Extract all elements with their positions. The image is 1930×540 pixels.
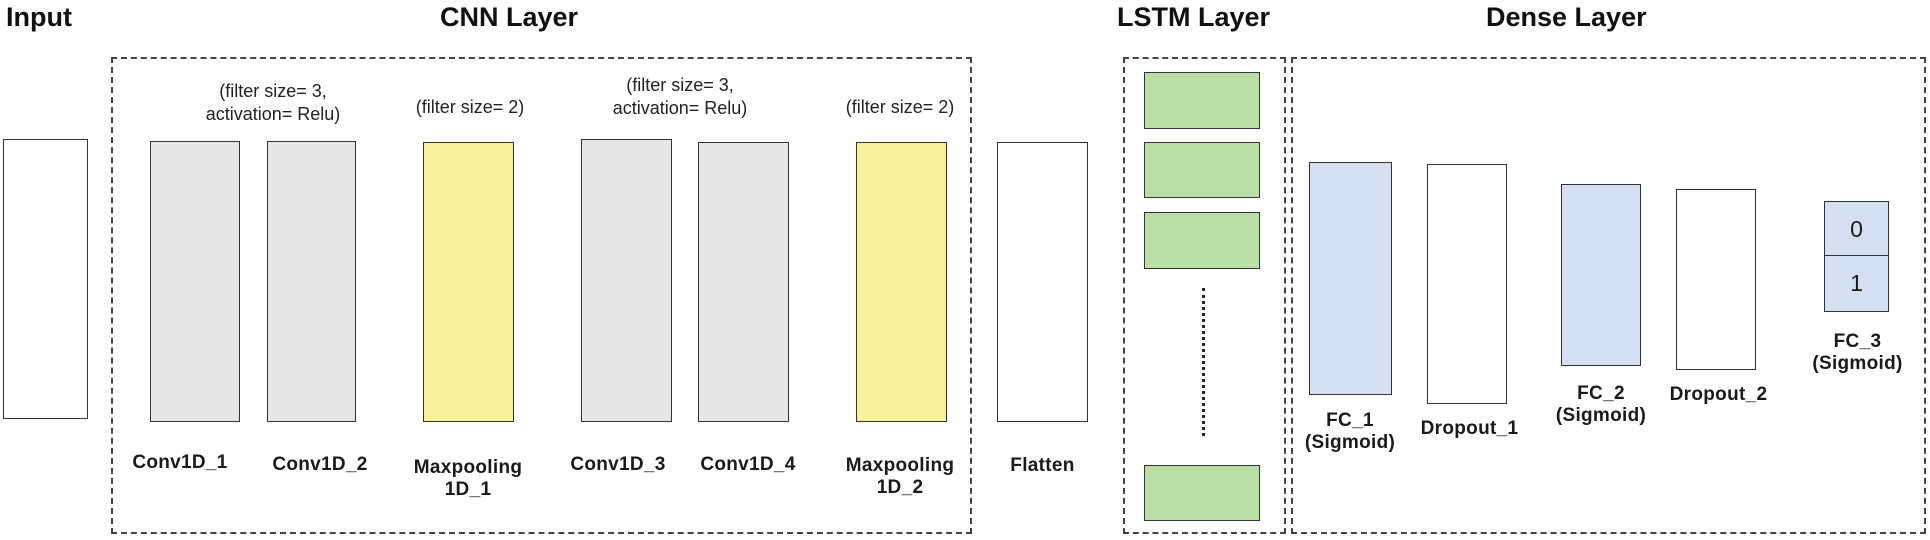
cnn-section-title: CNN Layer [440,2,579,32]
maxpool-1-label: Maxpooling 1D_1 [398,457,538,501]
fc-2-label-line-1: FC_2 [1577,383,1625,404]
conv-params-1-line-1: (filter size= 3, [219,81,327,101]
conv1d-3-label: Conv1D_3 [570,454,666,475]
conv-params-2-line-1: (filter size= 3, [626,75,734,95]
conv1d-2-block [267,141,356,422]
fc-1-label: FC_1 (Sigmoid) [1290,410,1410,454]
lstm-ellipsis [1202,288,1205,436]
fc-3-label: FC_3 (Sigmoid) [1800,331,1915,375]
fc-1-block [1309,162,1392,395]
lstm-cell-3 [1144,212,1260,269]
conv1d-1-block [150,141,240,422]
conv-params-2: (filter size= 3, activation= Relu) [585,74,775,120]
dropout-1-label: Dropout_1 [1420,418,1519,439]
maxpool-1-label-line-2: 1D_1 [444,479,492,500]
fc-3-label-line-1: FC_3 [1833,331,1882,352]
fc-2-block [1561,184,1641,366]
output-cell-0: 0 [1824,201,1889,257]
maxpool-2-block [856,142,947,422]
maxpool-2-label-line-1: Maxpooling [845,455,955,476]
dropout-2-block [1676,189,1756,370]
dense-section-title: Dense Layer [1486,2,1647,32]
conv1d-3-block [581,139,672,422]
lstm-cell-1 [1144,72,1260,129]
fc-2-label-line-2: (Sigmoid) [1555,405,1647,426]
fc-1-label-line-1: FC_1 [1326,410,1374,431]
fc-2-label: FC_2 (Sigmoid) [1541,383,1661,427]
lstm-cell-2 [1144,142,1260,198]
conv-params-1-line-2: activation= Relu) [205,104,341,124]
fc-3-label-line-2: (Sigmoid) [1812,353,1903,374]
cnn-group-box [111,57,972,534]
dropout-2-label: Dropout_2 [1669,384,1768,405]
flatten-block [997,142,1088,422]
dropout-1-block [1427,164,1507,404]
lstm-group-box [1123,57,1286,534]
input-block [3,139,88,419]
lstm-section-title: LSTM Layer [1117,2,1271,32]
input-section-title: Input [6,2,72,32]
flatten-label: Flatten [1010,455,1075,476]
maxpool-1-label-line-1: Maxpooling [413,457,523,478]
conv-params-1: (filter size= 3, activation= Relu) [178,80,368,126]
fc-1-label-line-2: (Sigmoid) [1304,432,1396,453]
maxpool-2-label: Maxpooling 1D_2 [830,455,970,499]
conv1d-4-block [698,142,789,422]
conv1d-4-label: Conv1D_4 [700,454,796,475]
dense-group-box [1291,57,1926,534]
conv-params-2-line-2: activation= Relu) [612,98,748,118]
conv1d-1-label: Conv1D_1 [132,452,228,473]
pool-params-2: (filter size= 2) [845,97,955,117]
output-cell-1: 1 [1824,255,1889,312]
maxpool-2-label-line-2: 1D_2 [876,477,924,498]
lstm-cell-n [1144,465,1260,521]
maxpool-1-block [423,142,514,422]
conv1d-2-label: Conv1D_2 [272,454,368,475]
pool-params-1: (filter size= 2) [415,97,525,117]
